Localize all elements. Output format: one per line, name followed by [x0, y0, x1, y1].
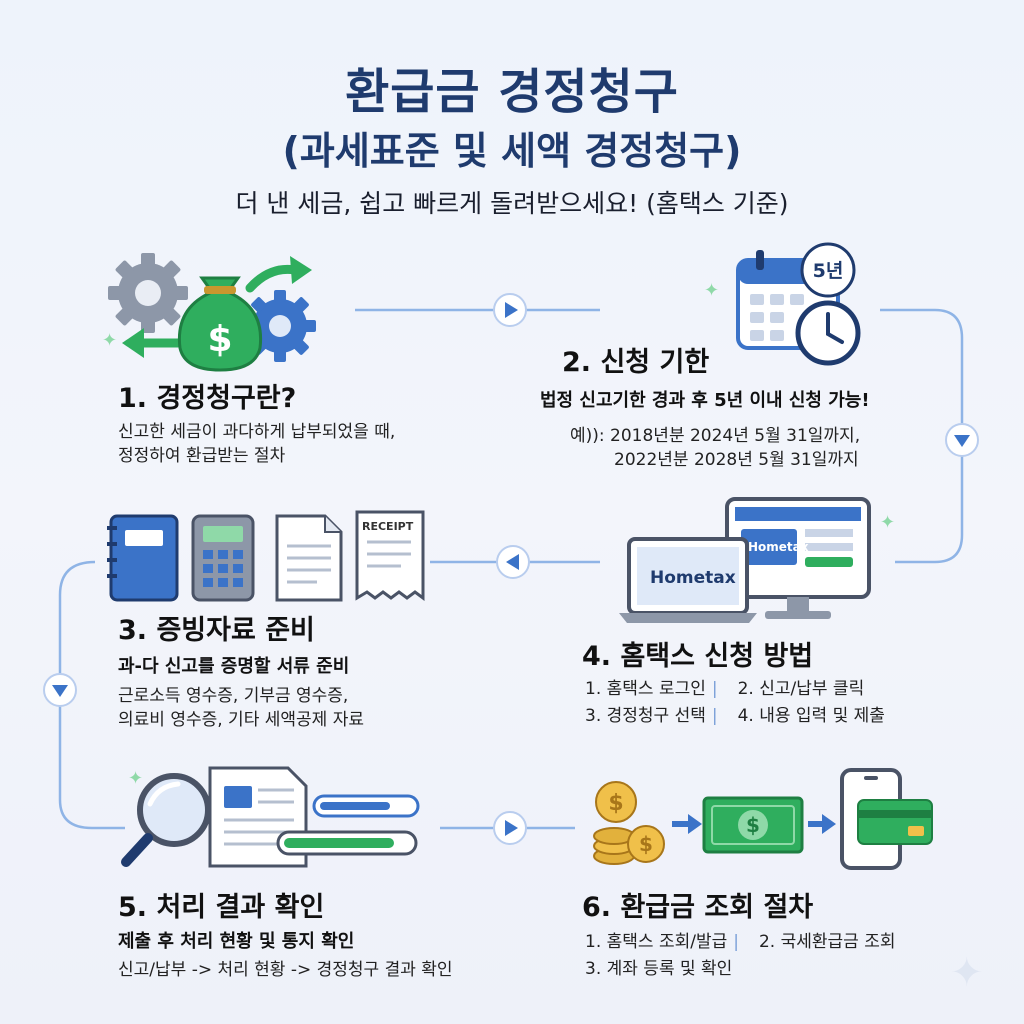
- step2-title: 2. 신청 기한: [562, 347, 710, 378]
- laptop-hometax-label: Hometax: [650, 568, 736, 588]
- receipt-label: RECEIPT: [362, 520, 414, 533]
- page-tagline: 더 낸 세금, 쉽고 빠르게 돌려받으세요! (홈택스 기준): [235, 189, 789, 218]
- step6-list: 1. 홈택스 조회/발급| 2. 국세환급금 조회 3. 계좌 등록 및 확인: [585, 930, 896, 982]
- step6-item-3: 3. 계좌 등록 및 확인: [585, 959, 733, 979]
- documents-receipt-icon: [107, 510, 425, 602]
- step4-item-2: 2. 신고/납부 클릭: [737, 679, 865, 699]
- step1-title: 1. 경정청구란?: [118, 383, 297, 414]
- svg-text:$: $: [639, 832, 653, 856]
- step3-body-line1: 근로소득 영수증, 기부금 영수증,: [118, 686, 349, 706]
- step3-body-line2: 의료비 영수증, 기타 세액공제 자료: [118, 710, 364, 730]
- svg-text:$: $: [207, 319, 232, 360]
- step3-subtitle: 과-다 신고를 증명할 서류 준비: [118, 656, 350, 677]
- step6-title: 6. 환급금 조회 절차: [582, 892, 814, 923]
- coins-cash-card-icon: $ $ $: [593, 768, 933, 870]
- monitor-hometax-label: Hometax: [748, 540, 809, 554]
- step3-body: 근로소득 영수증, 기부금 영수증, 의료비 영수증, 기타 세액공제 자료: [118, 684, 364, 732]
- step6-item-1: 1. 홈택스 조회/발급|: [585, 932, 739, 952]
- step4-title: 4. 홈택스 신청 방법: [582, 641, 814, 672]
- flow-arrow-down-1: [945, 423, 979, 457]
- svg-text:$: $: [746, 813, 760, 837]
- money-bag-gears-icon: $: [108, 253, 316, 372]
- step4-item-4: 4. 내용 입력 및 제출: [737, 706, 885, 726]
- step5-body: 신고/납부 -> 처리 현황 -> 경정청구 결과 확인: [118, 960, 453, 980]
- page-title: 환급금 경정청구: [345, 64, 679, 120]
- step4-item-1: 1. 홈택스 로그인|: [585, 679, 718, 699]
- page-subtitle: (과세표준 및 세액 경정청구): [282, 129, 742, 173]
- sparkle-icon: ✦: [880, 512, 896, 533]
- five-year-badge: 5년: [812, 260, 844, 282]
- step1-body: 신고한 세금이 과다하게 납부되었을 때, 정정하여 환급받는 절차: [118, 420, 395, 468]
- magnifier-progress-icon: [121, 766, 420, 868]
- step4-item-3: 3. 경정청구 선택|: [585, 706, 718, 726]
- svg-text:$: $: [608, 791, 623, 816]
- step5-title: 5. 처리 결과 확인: [118, 892, 325, 923]
- step3-title: 3. 증빙자료 준비: [118, 615, 315, 646]
- sparkle-icon: ✦: [704, 280, 720, 301]
- flow-arrow-right-1: [493, 293, 527, 327]
- laptop-monitor-hometax-icon: [619, 497, 871, 623]
- step2-subtitle: 법정 신고기한 경과 후 5년 이내 신청 가능!: [540, 390, 870, 411]
- step2-body-line2: 2022년분 2028년 5월 31일까지: [614, 450, 859, 470]
- step2-body: 예)): 2018년분 2024년 5월 31일까지, 2022년분 2028년…: [570, 424, 860, 472]
- sparkle-icon: ✦: [128, 768, 144, 789]
- flow-arrow-left-1: [496, 545, 530, 579]
- step6-item-2: 2. 국세환급금 조회: [758, 932, 896, 952]
- flow-arrow-down-2: [43, 673, 77, 707]
- flow-arrow-right-2: [493, 811, 527, 845]
- sparkle-icon: ✦: [950, 950, 984, 996]
- step1-body-line2: 정정하여 환급받는 절차: [118, 446, 286, 466]
- step4-list: 1. 홈택스 로그인| 2. 신고/납부 클릭 3. 경정청구 선택| 4. 내…: [585, 677, 885, 729]
- step5-subtitle: 제출 후 처리 현황 및 통지 확인: [118, 931, 355, 952]
- step1-body-line1: 신고한 세금이 과다하게 납부되었을 때,: [118, 422, 396, 442]
- sparkle-icon: ✦: [102, 330, 118, 351]
- calendar-clock-icon: [736, 242, 861, 366]
- step2-body-line1: 예)): 2018년분 2024년 5월 31일까지,: [570, 426, 861, 446]
